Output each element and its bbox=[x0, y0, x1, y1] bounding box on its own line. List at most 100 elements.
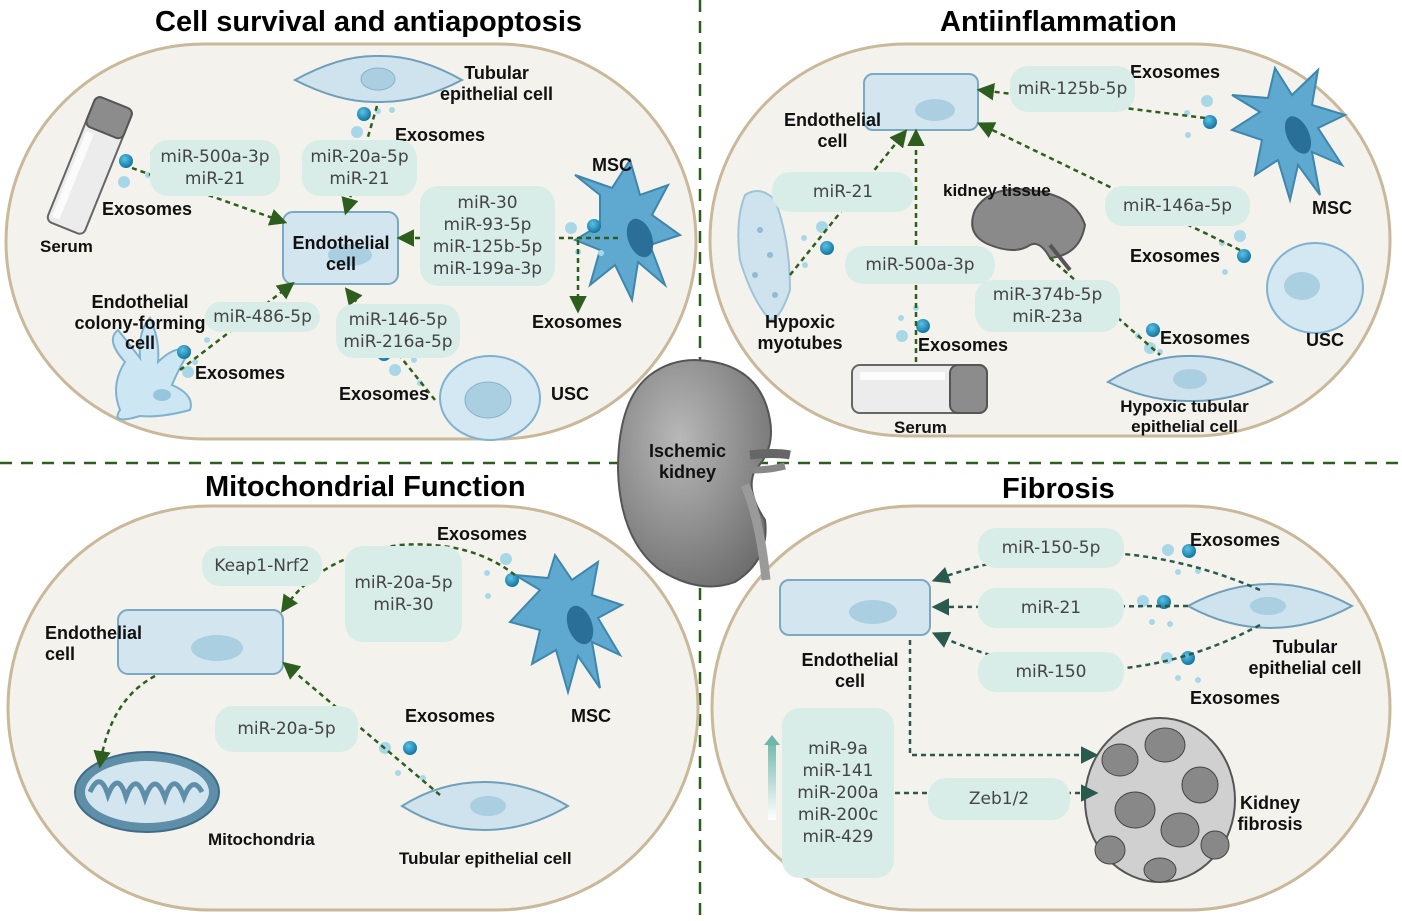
mirna-label: miR-486-5p bbox=[213, 307, 312, 327]
label-exosomes: Exosomes bbox=[918, 335, 1009, 355]
mirna-label: miR-125b-5p bbox=[432, 237, 543, 257]
endothelial-cell-q1 bbox=[282, 211, 399, 285]
serum-tube-icon bbox=[46, 96, 133, 235]
label-exosomes: Exosomes bbox=[532, 312, 623, 332]
title-survival: Cell survival and antiapoptosis bbox=[155, 6, 583, 38]
mirna-label: miR-21 bbox=[329, 169, 390, 189]
label-exosomes: Exosomes bbox=[395, 125, 486, 145]
mirna-label: miR-9a bbox=[808, 739, 868, 759]
mitochondria-icon bbox=[74, 751, 220, 833]
mirna-label: miR-500a-3p bbox=[160, 147, 270, 167]
mirna-label: miR-429 bbox=[802, 827, 874, 847]
title-fibrosis: Fibrosis bbox=[1002, 473, 1115, 505]
mir-box-ecfc: miR-486-5p bbox=[205, 302, 320, 332]
label-mitochondria: Mitochondria bbox=[208, 830, 315, 849]
label-endothelial-cell: Endothelial cell bbox=[783, 110, 881, 151]
label-serum: Serum bbox=[40, 237, 93, 256]
mirna-label: miR-150 bbox=[1015, 662, 1087, 682]
mir-box-tubular: miR-20a-5p bbox=[215, 706, 358, 752]
mirna-label: miR-30 bbox=[457, 193, 518, 213]
tubular-cell-icon bbox=[292, 54, 465, 104]
mirna-label: miR-20a-5p bbox=[237, 719, 336, 739]
hypoxic-tubular-cell-icon bbox=[1105, 354, 1275, 403]
endothelial-cell-q4 bbox=[779, 579, 931, 636]
mir-box-myotubes: miR-21 bbox=[772, 172, 914, 212]
exosomes-q2 bbox=[801, 95, 1251, 355]
mirna-label: miR-150-5p bbox=[1001, 538, 1101, 558]
label-hypoxic-myotubes: Hypoxic myotubes bbox=[757, 312, 843, 353]
label-usc: USC bbox=[551, 384, 590, 404]
label-serum: Serum bbox=[894, 418, 947, 437]
mirna-label: miR-21 bbox=[184, 169, 246, 189]
mirna-label: miR-146-5p bbox=[348, 310, 448, 330]
label-exosomes: Exosomes bbox=[1130, 62, 1221, 82]
msc-icon-q2 bbox=[1229, 65, 1348, 204]
label-exosomes: Exosomes bbox=[405, 706, 496, 726]
usc-cell-icon bbox=[439, 355, 541, 441]
label-exosomes: Exosomes bbox=[437, 524, 528, 544]
pathway-keap1-nrf2: Keap1-Nrf2 bbox=[202, 546, 322, 586]
kidney-fibrosis-icon bbox=[1084, 717, 1236, 883]
label-exosomes: Exosomes bbox=[195, 363, 286, 383]
label-ecfc: Endothelial colony-forming cell bbox=[74, 292, 206, 354]
mirna-label: miR-146a-5p bbox=[1122, 196, 1233, 216]
label-exosomes: Exosomes bbox=[1160, 328, 1251, 348]
tubular-cell-icon-q3 bbox=[400, 780, 570, 832]
mirna-label: miR-374b-5p bbox=[992, 285, 1103, 305]
label-tubular-cell: Tubular epithelial cell bbox=[1248, 637, 1362, 678]
mir-box-msc: miR-125b-5p bbox=[1010, 66, 1135, 112]
label-msc: MSC bbox=[592, 155, 632, 175]
mirna-label: miR-200a bbox=[797, 783, 879, 803]
label-msc: MSC bbox=[571, 706, 611, 726]
title-antiinflammation: Antiinflammation bbox=[940, 6, 1177, 38]
serum-tube-icon-q2 bbox=[851, 364, 988, 414]
mirna-label: miR-125b-5p bbox=[1017, 79, 1128, 99]
label-ischemic-kidney: Ischemic kidney bbox=[648, 441, 727, 482]
endothelial-cell-q3 bbox=[117, 609, 284, 675]
mirna-label: miR-20a-5p bbox=[354, 573, 453, 593]
mir-box-usc: miR-146a-5p bbox=[1105, 186, 1250, 226]
label-exosomes: Exosomes bbox=[339, 384, 430, 404]
mirna-label: miR-30 bbox=[373, 595, 434, 615]
mir-box-serum: miR-500a-3p bbox=[845, 246, 995, 284]
mirna-label: miR-200c bbox=[797, 805, 879, 825]
target-zeb1-2: Zeb1/2 bbox=[928, 778, 1070, 820]
ecfc-icon bbox=[111, 316, 192, 421]
label-kidney-tissue: kidney tissue bbox=[943, 181, 1051, 200]
mirna-label: miR-141 bbox=[802, 761, 874, 781]
usc-cell-icon-q2 bbox=[1266, 242, 1364, 334]
mir-box-bottom: miR-150 bbox=[978, 652, 1124, 692]
label-kidney-fibrosis: Kidney fibrosis bbox=[1237, 793, 1303, 834]
mirna-label: miR-199a-3p bbox=[432, 259, 543, 279]
msc-icon bbox=[572, 157, 683, 304]
label-endothelial-cell: Endothelial cell bbox=[45, 623, 143, 664]
label-usc: USC bbox=[1306, 330, 1345, 350]
mirna-label: miR-20a-5p bbox=[310, 147, 409, 167]
mirna-label: miR-23a bbox=[1012, 307, 1083, 327]
tubular-cell-icon-q4 bbox=[1185, 582, 1355, 630]
label-endothelial-cell: Endothelial cell bbox=[292, 233, 390, 274]
mirna-label: miR-21 bbox=[812, 182, 874, 202]
upregulation-arrow-icon bbox=[764, 735, 780, 820]
mir-box-top: miR-150-5p bbox=[978, 528, 1124, 568]
mirna-label: miR-500a-3p bbox=[865, 255, 975, 275]
msc-icon-q3 bbox=[508, 552, 625, 696]
mirna-label: miR-93-5p bbox=[443, 215, 532, 235]
label-exosomes: Exosomes bbox=[1190, 530, 1281, 550]
mir-box-middle: miR-21 bbox=[978, 588, 1124, 628]
label-endothelial-cell: Endothelial cell bbox=[801, 650, 899, 691]
title-mitochondrial: Mitochondrial Function bbox=[205, 471, 526, 503]
label-exosomes: Exosomes bbox=[102, 199, 193, 219]
label-exosomes: Exosomes bbox=[1130, 246, 1221, 266]
label-tubular-cell: Tubular epithelial cell bbox=[399, 849, 572, 868]
ischemic-kidney-icon bbox=[616, 358, 791, 588]
label-msc: MSC bbox=[1312, 198, 1352, 218]
mirna-label: miR-21 bbox=[1020, 598, 1082, 618]
